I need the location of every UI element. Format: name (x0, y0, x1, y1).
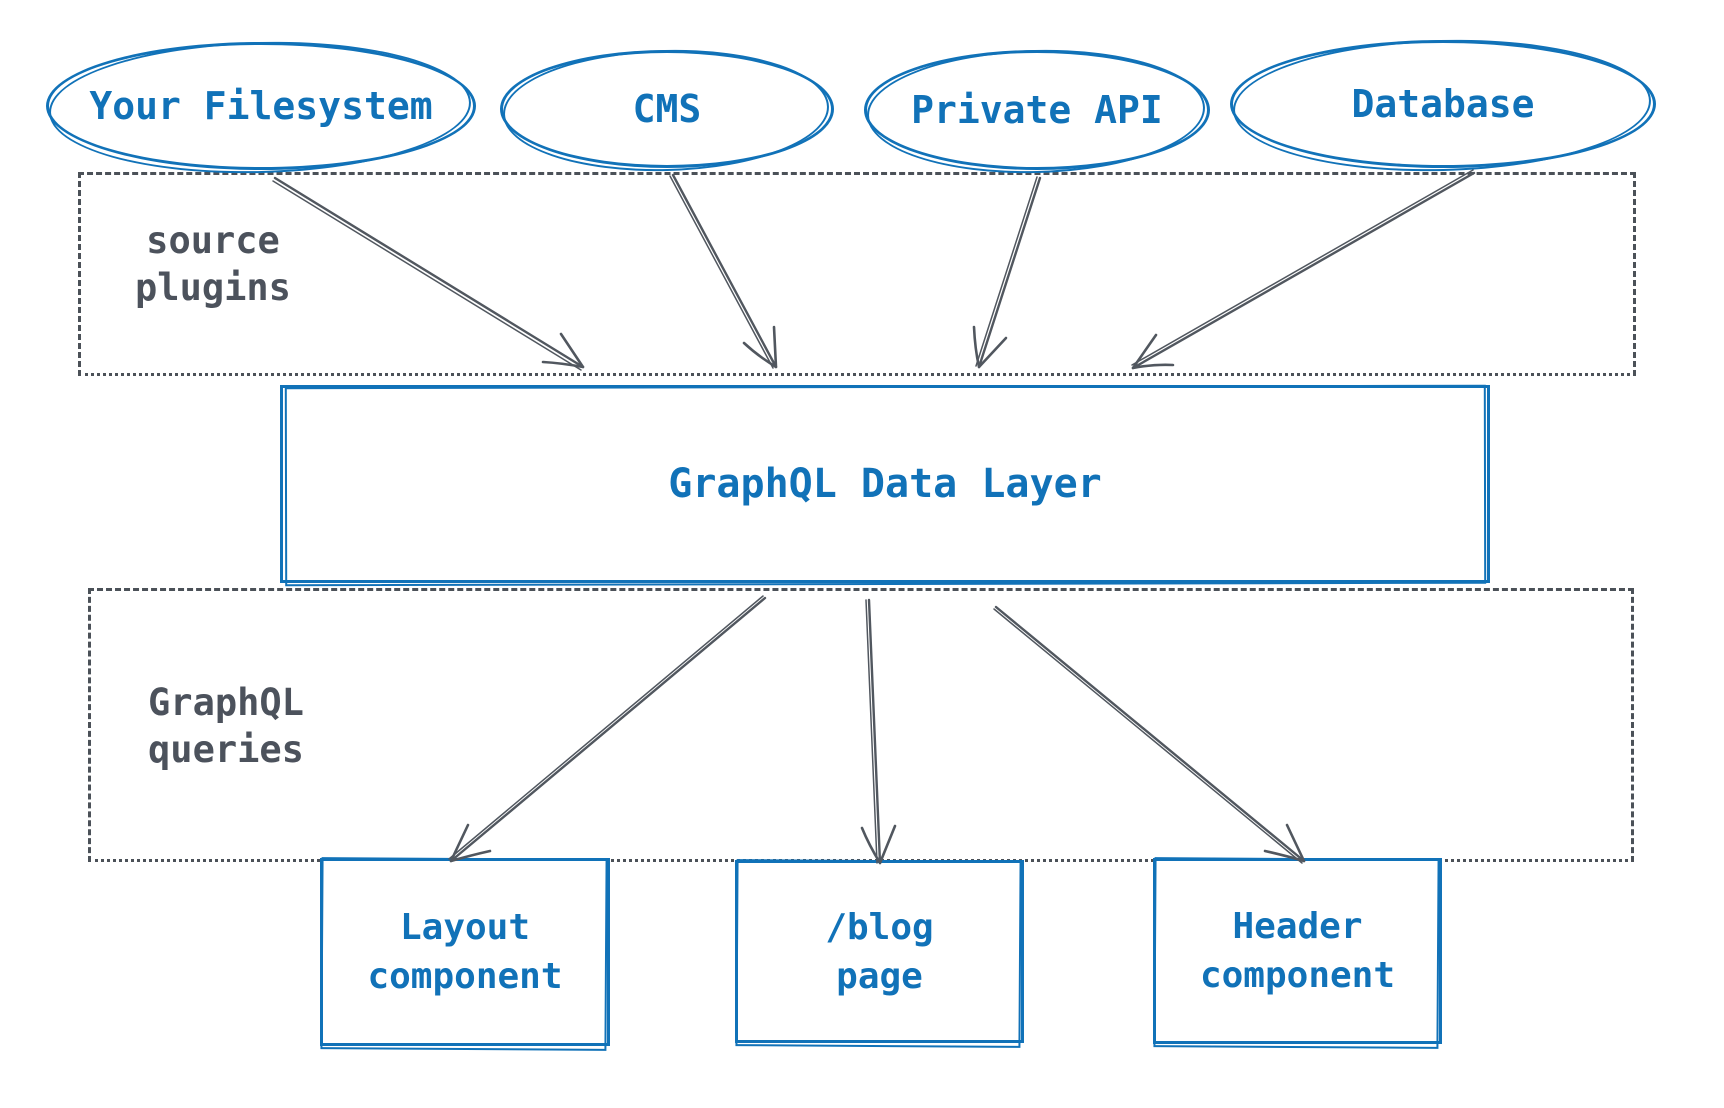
graphql-data-layer-box: GraphQL Data Layer (280, 385, 1490, 583)
source-label-cms: CMS (632, 87, 702, 131)
consumer-label-layout-component: Layout component (367, 907, 563, 997)
source-label-database: Database (1351, 82, 1535, 126)
graphql-data-layer-label: GraphQL Data Layer (668, 461, 1102, 507)
consumer-box-blog-page: /blog page (735, 860, 1024, 1043)
source-ellipse-private-api: Private API (864, 50, 1210, 170)
source-ellipse-cms: CMS (500, 50, 834, 168)
source-label-your-filesystem: Your Filesystem (89, 84, 433, 128)
source-label-private-api: Private API (911, 88, 1163, 132)
consumer-label-blog-page: /blog page (825, 906, 934, 997)
consumer-label-header-component: Header component (1199, 906, 1396, 996)
source-ellipse-database: Database (1230, 40, 1656, 168)
source-ellipse-your-filesystem: Your Filesystem (46, 42, 476, 170)
source-plugins-band: source plugins (78, 172, 1636, 376)
graphql-queries-band: GraphQL queries (88, 588, 1634, 862)
source-plugins-label: source plugins (135, 219, 291, 309)
graphql-queries-label: GraphQL queries (148, 681, 304, 771)
consumer-box-header-component: Header component (1153, 858, 1442, 1044)
consumer-box-layout-component: Layout component (320, 858, 610, 1046)
